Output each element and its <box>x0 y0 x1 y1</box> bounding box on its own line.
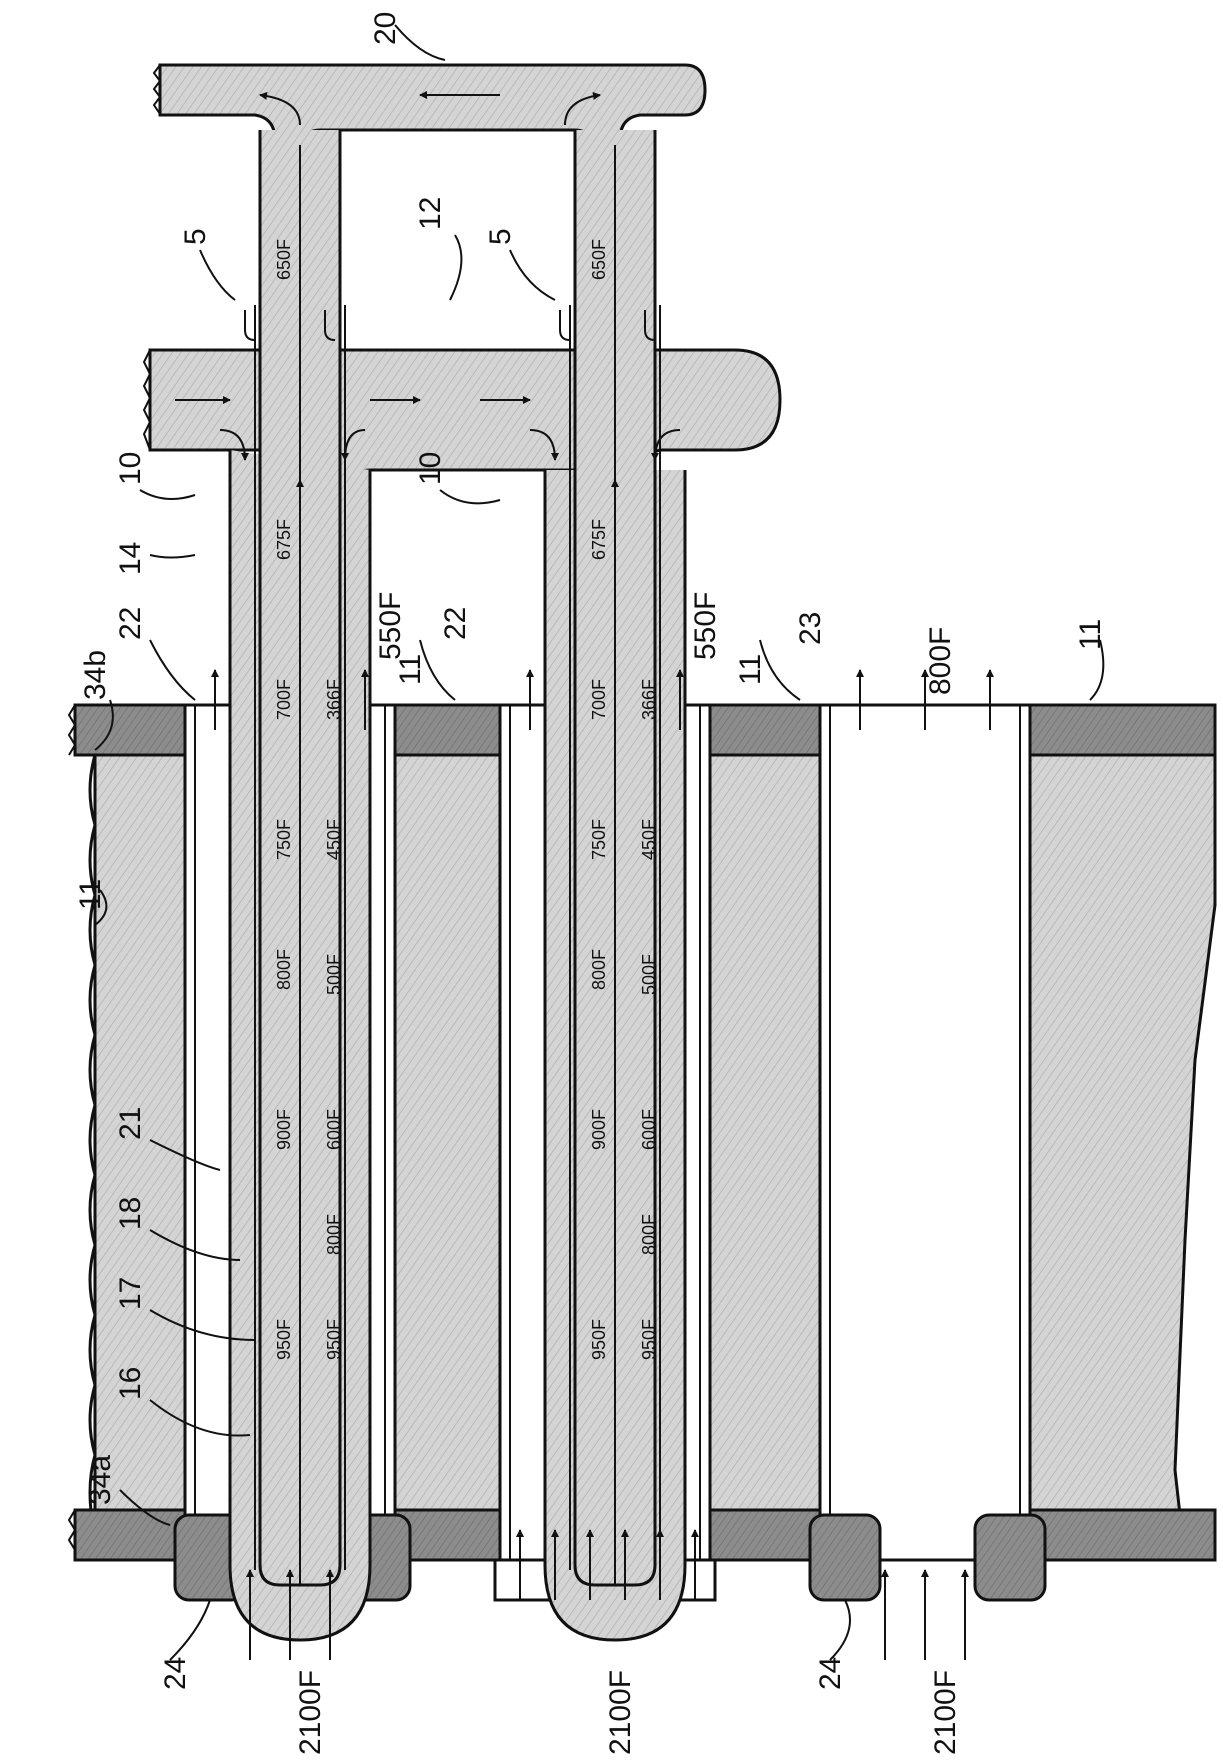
label-12: 12 <box>414 197 447 230</box>
bayonet-a-temperatures: 650F 675F 700F 750F 800F 900F 950F 366F … <box>274 239 344 1360</box>
bayonet-b-annulus-temp: 950F <box>639 1319 659 1360</box>
bayonet-a-inner-temp: 750F <box>274 819 294 860</box>
bayonet-a-inner-temp: 950F <box>274 1319 294 1360</box>
bayonet-a-inner-temp: 700F <box>274 679 294 720</box>
label-14: 14 <box>114 542 147 575</box>
bayonet-tube-b <box>543 130 687 1642</box>
bayonet-b-inner-temp: 950F <box>589 1319 609 1360</box>
bayonet-b-inner-temp: 800F <box>589 949 609 990</box>
label-23: 23 <box>794 612 827 645</box>
bayonet-tube-a <box>228 130 372 1642</box>
bayonet-b-inner-temp: 675F <box>589 519 609 560</box>
burner-block-right-a <box>808 1513 882 1602</box>
bayonet-b-temperatures: 650F 675F 700F 750F 800F 900F 950F 366F … <box>589 239 659 1360</box>
bayonet-a-inner-temp: 650F <box>274 239 294 280</box>
bayonet-a-inner-temp: 900F <box>274 1109 294 1150</box>
label-11-b: 11 <box>394 654 427 685</box>
label-22-a: 22 <box>114 607 147 640</box>
leader-lines <box>94 24 1105 1661</box>
inlet-temp-left: 2100F <box>294 1670 327 1755</box>
outlet-temp-right: 800F <box>924 627 957 695</box>
label-17: 17 <box>114 1277 147 1310</box>
bayonet-b-annulus-temp: 366F <box>639 679 659 720</box>
label-18: 18 <box>114 1197 147 1230</box>
label-10-a: 10 <box>114 452 147 485</box>
bayonet-a-inner-temp: 800F <box>274 949 294 990</box>
reference-labels: 20 12 5 5 10 10 14 34b 22 22 11 11 11 11… <box>74 12 1107 1690</box>
bayonet-b-inner-temp: 700F <box>589 679 609 720</box>
channel-right <box>818 703 1032 1562</box>
bayonet-a-annulus-temp: 366F <box>324 679 344 720</box>
bayonet-a-inner-temp: 675F <box>274 519 294 560</box>
label-5-b: 5 <box>484 228 517 245</box>
label-16: 16 <box>114 1367 147 1400</box>
label-11-c: 11 <box>734 654 767 685</box>
bayonet-a-annulus-temp: 450F <box>324 819 344 860</box>
bayonet-b-annulus-temp: 800F <box>639 1214 659 1255</box>
burner-block-right-b <box>973 1513 1047 1602</box>
bayonet-a-annulus-temp: 600F <box>324 1109 344 1150</box>
label-20: 20 <box>369 12 402 45</box>
label-11-a: 11 <box>74 879 107 910</box>
bayonet-a-annulus-temp: 950F <box>324 1319 344 1360</box>
bayonet-b-annulus-temp: 500F <box>639 954 659 995</box>
bayonet-b-inner-temp: 900F <box>589 1109 609 1150</box>
bayonet-b-inner-temp: 650F <box>589 239 609 280</box>
label-10-b: 10 <box>414 452 447 485</box>
flow-arrows <box>175 91 994 1660</box>
process-temperatures: 550F 550F 800F 2100F 2100F 2100F <box>294 592 962 1755</box>
outlet-temp-left: 550F <box>374 592 407 660</box>
label-34a: 34a <box>84 1455 117 1505</box>
bayonet-b-inner-temp: 750F <box>589 819 609 860</box>
label-11-d: 11 <box>1074 619 1107 650</box>
bayonet-b-annulus-temp: 600F <box>639 1109 659 1150</box>
bayonet-a-annulus-temp: 800F <box>324 1214 344 1255</box>
label-5-a: 5 <box>179 228 212 245</box>
outlet-temp-middle: 550F <box>689 592 722 660</box>
label-24-a: 24 <box>159 1657 192 1690</box>
inlet-temp-middle: 2100F <box>604 1670 637 1755</box>
bayonet-a-annulus-temp: 500F <box>324 954 344 995</box>
label-24-b: 24 <box>814 1657 847 1690</box>
label-21: 21 <box>114 1107 147 1140</box>
label-34b: 34b <box>79 650 112 700</box>
collars-5 <box>244 310 656 341</box>
bayonet-b-annulus-temp: 450F <box>639 819 659 860</box>
label-22-b: 22 <box>439 607 472 640</box>
inlet-temp-right: 2100F <box>929 1670 962 1755</box>
